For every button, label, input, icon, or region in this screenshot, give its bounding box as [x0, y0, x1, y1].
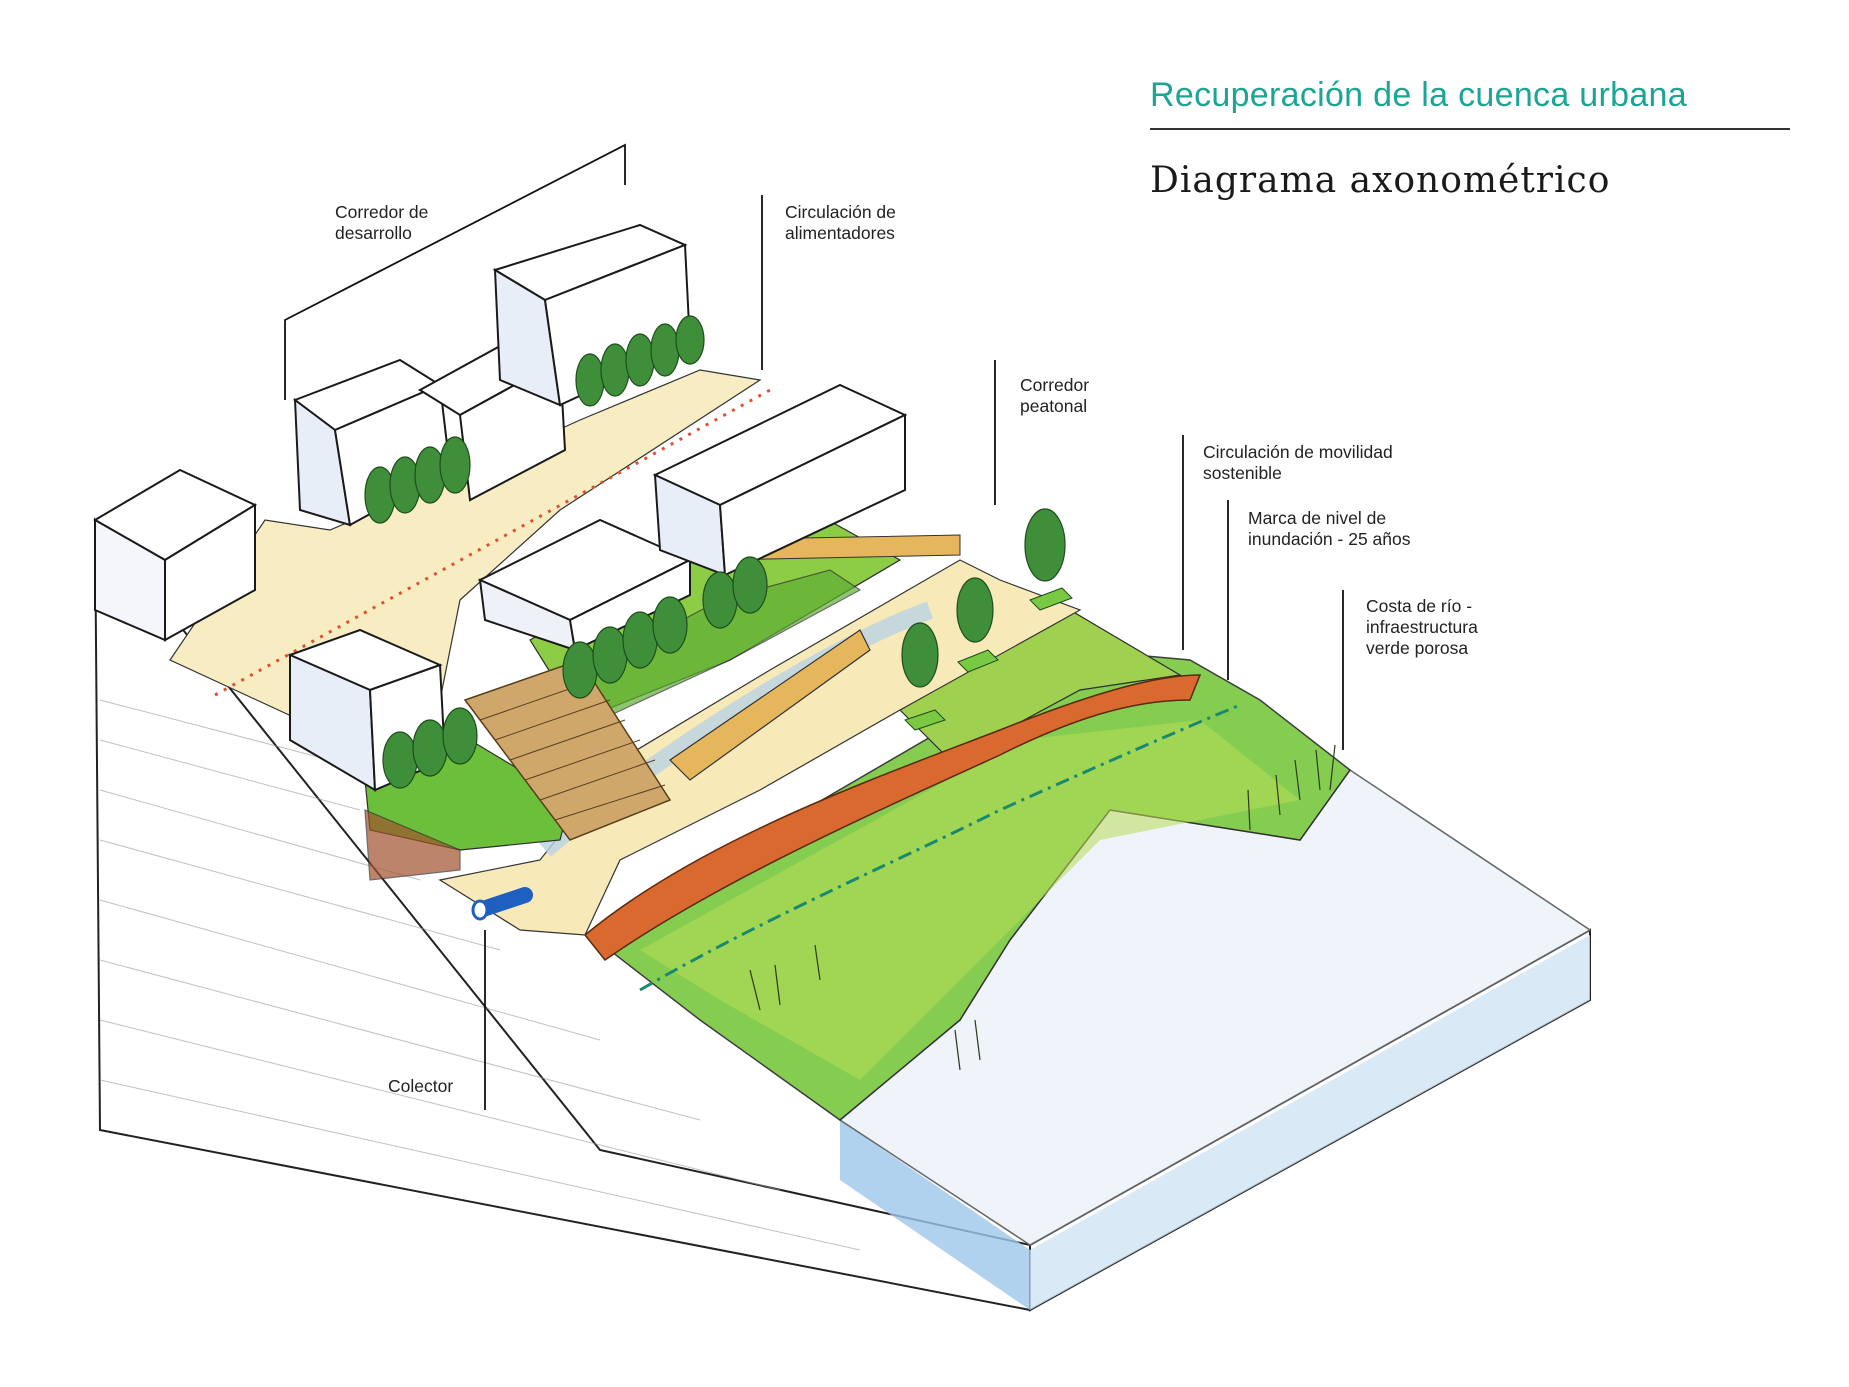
label-circulacion-movilidad: Circulación de movilidadsostenible [1203, 442, 1393, 484]
header-title: Recuperación de la cuenca urbana [1150, 76, 1687, 115]
label-corredor-peatonal: Corredorpeatonal [1020, 375, 1089, 417]
label-corredor-desarrollo: Corredor dedesarrollo [335, 202, 428, 244]
header-divider [1150, 128, 1790, 130]
label-costa-rio: Costa de río -infraestructuraverde poros… [1366, 596, 1478, 659]
label-circulacion-alimentadores: Circulación dealimentadores [785, 202, 896, 244]
label-colector: Colector [388, 1076, 453, 1097]
header-subtitle: Diagrama axonométrico [1150, 160, 1610, 201]
label-marca-nivel: Marca de nivel deinundación - 25 años [1248, 508, 1410, 550]
